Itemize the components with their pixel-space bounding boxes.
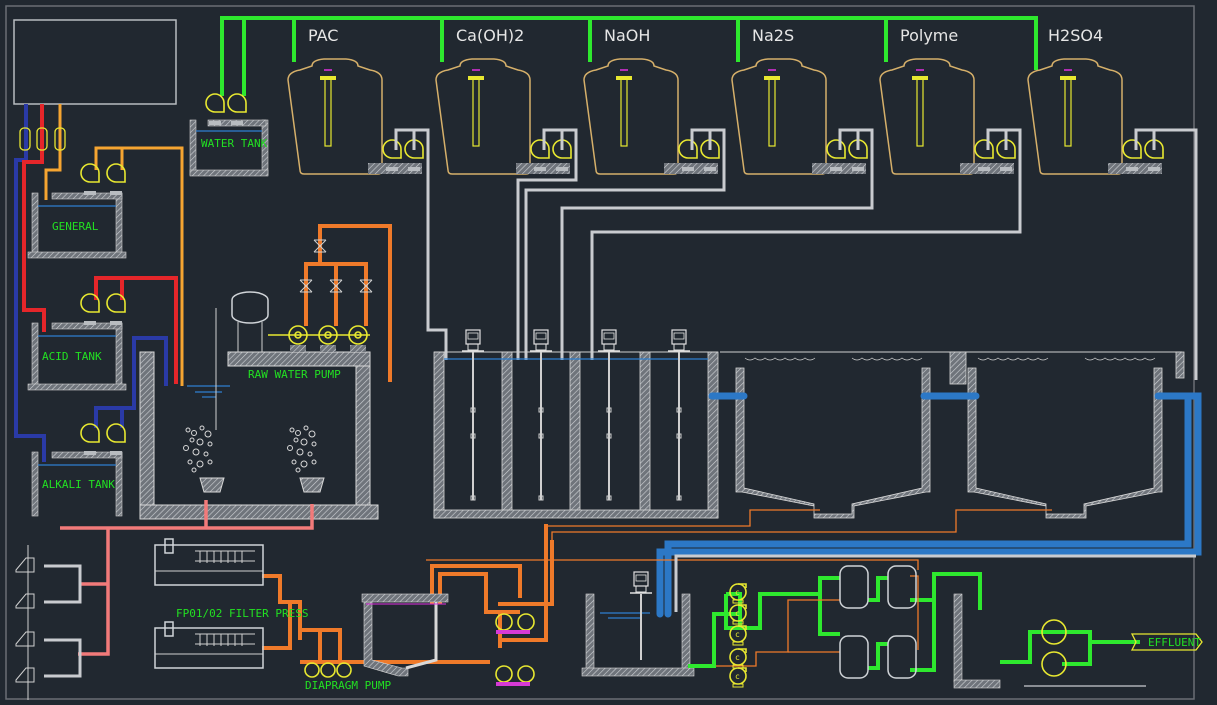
alkali-tank-label: ALKALI TANK <box>42 478 115 491</box>
air-blowers <box>15 500 314 700</box>
effluent-arrow-icon <box>1130 633 1203 651</box>
chem-tank-2 <box>583 58 720 175</box>
mixer-icon <box>529 329 553 501</box>
chem-tank-1 <box>435 58 572 175</box>
chem-tank-label: Ca(OH)2 <box>456 26 524 45</box>
chem-tank-0 <box>287 58 424 175</box>
raw-water-pump-label: RAW WATER PUMP <box>248 368 341 381</box>
general-tank: GENERAL <box>27 163 127 259</box>
drawing-frame <box>5 5 1195 700</box>
diaphragm-pump-label: DIAPRAGM PUMP <box>305 679 391 692</box>
chem-tank-4 <box>879 58 1016 175</box>
clarifiers <box>656 351 1202 618</box>
acid-tank-label: ACID TANK <box>42 350 102 363</box>
raw-water-pump-group <box>231 224 392 382</box>
sludge-pipes <box>262 509 1052 664</box>
chem-tank-label: Na2S <box>752 26 794 45</box>
sludge-pumps <box>495 613 535 686</box>
water-tank: WATER TANK <box>189 93 269 177</box>
chem-tank-3 <box>731 58 868 175</box>
general-tank-label: GENERAL <box>52 220 99 233</box>
mixer-icon <box>597 329 621 501</box>
reagent-pipes <box>14 104 184 462</box>
mixer-icon <box>461 329 485 501</box>
final-treatment <box>581 554 1196 689</box>
alkali-tank: ALKALI TANK <box>31 423 126 517</box>
chem-tank-label: H2SO4 <box>1048 26 1103 45</box>
acid-tank: ACID TANK <box>27 293 127 391</box>
effluent-label: EFFLUENT <box>1148 636 1201 649</box>
chem-tank-5 <box>1027 58 1164 175</box>
effluent-outlet: EFFLUENT <box>1000 619 1203 687</box>
filter-press-label: FP01/02 FILTER PRESS <box>176 607 308 620</box>
control-panel-box <box>13 19 177 105</box>
chem-tank-label: Polyme <box>900 26 958 45</box>
chemical-tanks: PAC Ca(OH)2 NaOH Na2S Polyme H2SO4 <box>287 26 1164 175</box>
equalization-tank: RAW WATER PUMP <box>139 308 379 520</box>
chem-tank-label: PAC <box>308 26 338 45</box>
clean-water-header-pipe <box>220 16 1038 96</box>
reaction-tanks <box>433 329 719 519</box>
filter-presses: FP01/02 FILTER PRESS DIAPRAGM PUMP <box>154 538 391 692</box>
sludge-thickener <box>361 593 449 677</box>
water-tank-label: WATER TANK <box>201 137 268 150</box>
mixer-icon <box>667 329 691 501</box>
dosing-pipes <box>394 128 1198 380</box>
chem-tank-label: NaOH <box>604 26 650 45</box>
